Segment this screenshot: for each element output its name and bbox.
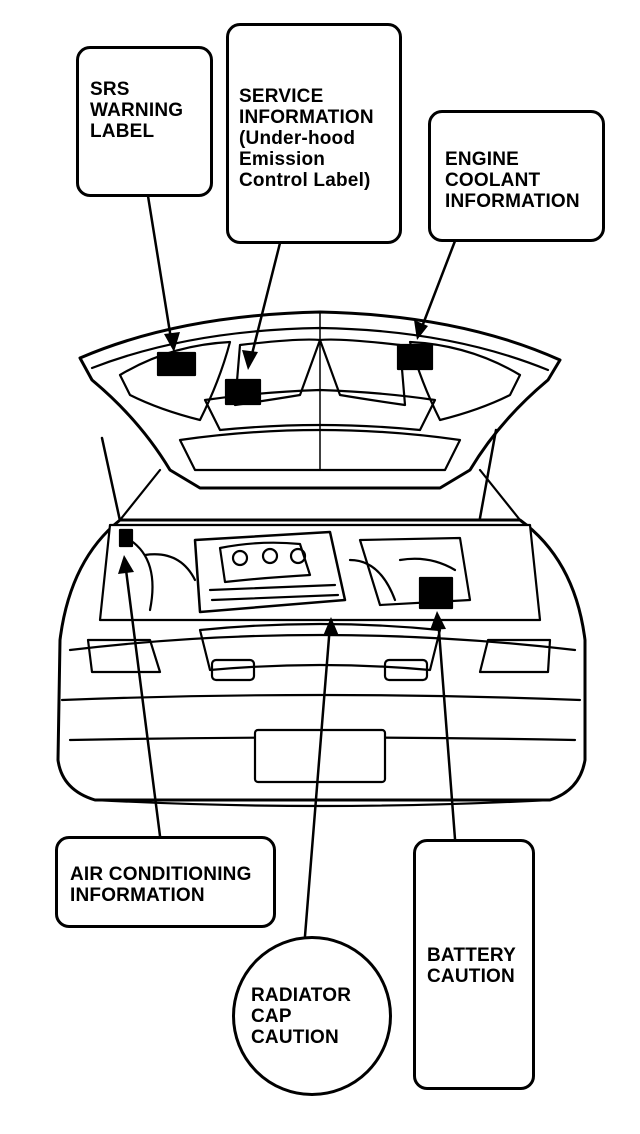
radiator-cap-callout: RADIATOR CAP CAUTION bbox=[232, 936, 392, 1096]
srs-label-sticker bbox=[156, 351, 197, 377]
air-conditioning-callout: AIR CONDITIONING INFORMATION bbox=[55, 836, 276, 928]
engine-cover bbox=[193, 530, 347, 614]
fog-light-right bbox=[383, 658, 429, 682]
srs-warning-callout: SRS WARNING LABEL bbox=[76, 46, 213, 197]
headlight-left bbox=[86, 638, 162, 674]
arrowhead-ac bbox=[118, 555, 134, 574]
grille bbox=[198, 622, 442, 672]
hood-strut-left bbox=[100, 436, 124, 532]
headlight-right bbox=[478, 638, 552, 674]
battery-sticker bbox=[418, 576, 454, 610]
arrowhead-battery bbox=[430, 611, 446, 630]
engine-coolant-callout: ENGINE COOLANT INFORMATION bbox=[428, 110, 605, 242]
leader-srs bbox=[146, 194, 174, 347]
arrowhead-srs bbox=[164, 332, 180, 352]
leader-service bbox=[248, 241, 282, 364]
leader-battery bbox=[436, 616, 457, 841]
fog-light-left bbox=[210, 658, 256, 682]
arrowhead-coolant bbox=[414, 320, 428, 340]
leader-radiator bbox=[303, 623, 332, 938]
leader-lines bbox=[123, 194, 457, 938]
leader-ac bbox=[123, 560, 162, 838]
service-information-callout: SERVICE INFORMATION (Under-hood Emission… bbox=[226, 23, 402, 244]
service-label-sticker bbox=[224, 378, 262, 406]
arrowhead-radiator bbox=[323, 617, 339, 636]
battery-caution-callout: BATTERY CAUTION bbox=[413, 839, 535, 1090]
arrowheads bbox=[118, 320, 446, 636]
engine-bay bbox=[98, 523, 542, 622]
coolant-label-sticker bbox=[396, 343, 434, 371]
hood-underside bbox=[78, 310, 562, 522]
ac-sticker bbox=[118, 528, 134, 548]
arrowhead-service bbox=[242, 350, 258, 370]
leader-coolant bbox=[418, 239, 457, 334]
